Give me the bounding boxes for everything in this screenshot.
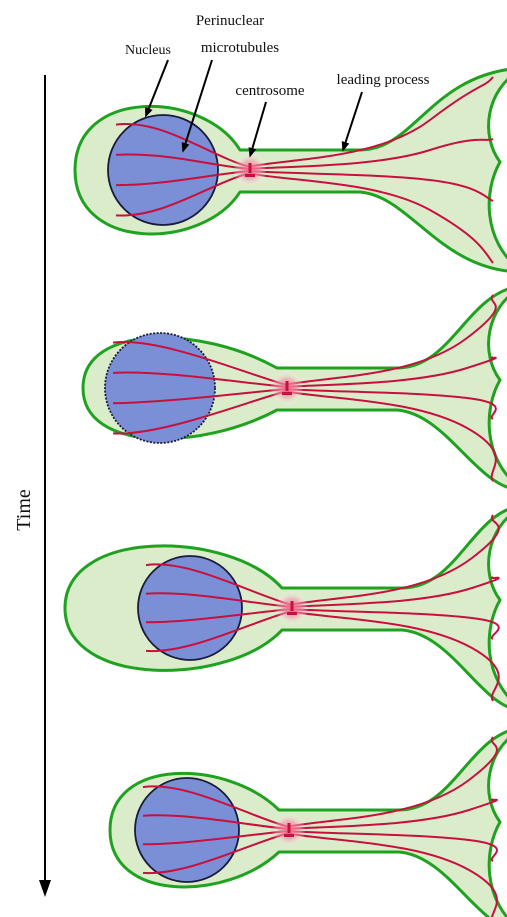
time-label: Time bbox=[13, 489, 35, 531]
nucleus-label: Nucleus bbox=[125, 43, 171, 58]
centrosome-centriole bbox=[249, 163, 252, 173]
centrosome-centriole bbox=[245, 174, 255, 177]
centrosome-centriole bbox=[286, 381, 289, 391]
cell-stage-3 bbox=[65, 506, 507, 710]
perinuclear-label-line2: microtubules bbox=[201, 40, 279, 56]
leading-process-label: leading process bbox=[337, 72, 430, 88]
perinuclear-label-line1: Perinuclear bbox=[196, 13, 264, 29]
cell-stages bbox=[65, 68, 507, 917]
centrosome-centriole bbox=[284, 834, 294, 837]
cell-stage-4 bbox=[110, 728, 507, 917]
nucleus bbox=[105, 333, 215, 443]
centrosome-centriole bbox=[287, 612, 297, 615]
cell-stage-2 bbox=[83, 286, 507, 490]
centrosome-centriole bbox=[288, 823, 291, 833]
time-axis-arrowhead bbox=[39, 880, 51, 897]
centrosome-pointer-arrow bbox=[251, 102, 266, 153]
centrosome-centriole bbox=[291, 601, 294, 611]
centrosome-label: centrosome bbox=[235, 83, 304, 99]
leading-process-pointer-arrow bbox=[344, 92, 362, 147]
centrosome-centriole bbox=[282, 392, 292, 395]
